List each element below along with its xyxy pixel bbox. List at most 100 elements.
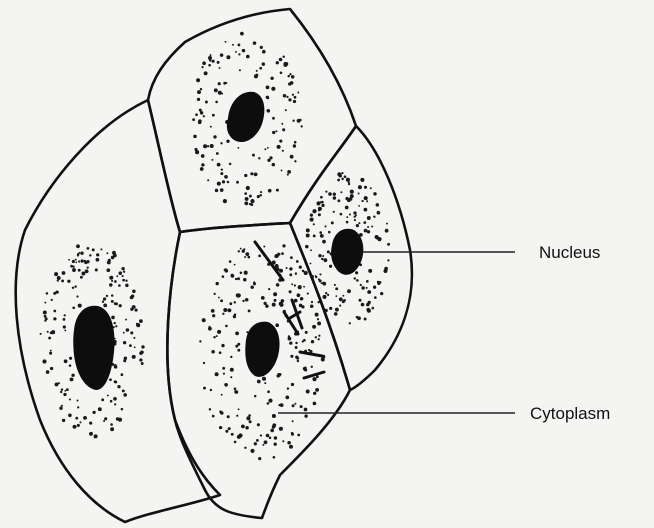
- nucleus-top: [227, 92, 265, 142]
- cytoplasm-granule: [202, 61, 206, 65]
- cytoplasm-granule: [295, 346, 298, 349]
- cytoplasm-granule: [123, 359, 126, 362]
- cytoplasm-granule: [282, 128, 285, 131]
- cytoplasm-granule: [370, 187, 372, 189]
- cytoplasm-granule: [59, 407, 62, 410]
- cytoplasm-granule: [334, 284, 336, 286]
- cytoplasm-granule: [244, 174, 247, 177]
- cytoplasm-granule: [291, 433, 294, 436]
- cytoplasm-granule: [273, 456, 276, 459]
- cytoplasm-granule: [292, 120, 294, 122]
- cytoplasm-granule: [72, 268, 76, 272]
- cytoplasm-granule: [119, 304, 122, 307]
- cytoplasm-granule: [354, 277, 356, 279]
- cytoplasm-granule: [383, 269, 387, 273]
- cytoplasm-granule: [285, 109, 287, 111]
- cytoplasm-granule: [202, 318, 206, 322]
- cytoplasm-granule: [266, 86, 269, 89]
- cytoplasm-granule: [224, 269, 228, 273]
- cytoplasm-granule: [254, 173, 258, 177]
- cytoplasm-granule: [294, 96, 297, 99]
- cytoplasm-granule: [282, 440, 284, 442]
- cytoplasm-granule: [46, 292, 49, 295]
- cytoplasm-granule: [230, 376, 232, 378]
- cytoplasm-granule: [44, 315, 47, 318]
- cytoplasm-granule: [51, 299, 53, 301]
- cytoplasm-granule: [364, 318, 367, 321]
- cytoplasm-granule: [367, 309, 371, 313]
- cytoplasm-granule: [221, 168, 223, 170]
- cytoplasm-granule: [218, 91, 222, 95]
- cytoplasm-granule: [234, 313, 236, 315]
- cytoplasm-granule: [267, 147, 269, 149]
- cytoplasm-granule: [353, 211, 356, 214]
- cytoplasm-granule: [235, 331, 239, 335]
- cytoplasm-granule: [364, 196, 366, 198]
- cytoplasm-granule: [327, 250, 330, 253]
- cytoplasm-granule: [294, 160, 296, 162]
- cytoplasm-granule: [344, 175, 347, 178]
- cytoplasm-granule: [118, 418, 122, 422]
- cytoplasm-granule: [379, 281, 382, 284]
- cytoplasm-granule: [324, 258, 328, 262]
- cytoplasm-granule: [217, 163, 221, 167]
- cytoplasm-granule: [302, 270, 305, 273]
- cytoplasm-granule: [241, 424, 245, 428]
- cytoplasm-granule: [257, 380, 261, 384]
- cytoplasm-granule: [288, 337, 292, 341]
- cytoplasm-granule: [216, 282, 219, 285]
- cytoplasm-granule: [363, 221, 366, 224]
- cytoplasm-granule: [354, 219, 356, 221]
- cytoplasm-granule: [327, 294, 329, 296]
- cytoplasm-granule: [200, 111, 203, 114]
- cytoplasm-granule: [114, 280, 117, 283]
- cytoplasm-granule: [244, 256, 246, 258]
- cytoplasm-granule: [107, 394, 109, 396]
- cytoplasm-granule: [358, 222, 360, 224]
- cytoplasm-granule: [300, 405, 303, 408]
- cytoplasm-granule: [80, 276, 83, 279]
- cytoplasm-granule: [266, 96, 269, 99]
- cytoplasm-granule: [64, 314, 66, 316]
- cytoplasm-granule: [223, 373, 225, 375]
- cytoplasm-granule: [234, 301, 236, 303]
- cytoplasm-granule: [104, 417, 107, 420]
- cytoplasm-granule: [225, 41, 227, 43]
- cytoplasm-granule: [115, 302, 118, 305]
- cytoplasm-granule: [225, 82, 227, 84]
- cytoplasm-granule: [267, 402, 270, 405]
- cytoplasm-granule: [92, 248, 95, 251]
- cytoplasm-granule: [297, 92, 299, 94]
- cytoplasm-granule: [292, 404, 295, 407]
- cytoplasm-granule: [355, 271, 358, 274]
- cytoplasm-granule: [123, 332, 125, 334]
- cytoplasm-granule: [286, 267, 288, 269]
- cytoplasm-granule: [386, 223, 388, 225]
- cytoplasm-granule: [87, 266, 89, 268]
- cytoplasm-granule: [218, 82, 221, 85]
- cytoplasm-granule: [254, 74, 258, 78]
- cytoplasm-granule: [290, 155, 294, 159]
- cytoplasm-granule: [286, 96, 288, 98]
- cytoplasm-granule: [244, 271, 248, 275]
- cytoplasm-granule: [195, 113, 198, 116]
- cytoplasm-granule: [135, 309, 138, 312]
- cytoplasm-granule: [113, 397, 117, 401]
- cytoplasm-granule: [64, 359, 68, 363]
- cytoplasm-granule: [201, 66, 203, 68]
- cytoplasm-granule: [304, 271, 308, 275]
- cytoplasm-granule: [131, 295, 134, 298]
- cytoplasm-granule: [235, 278, 237, 280]
- cytoplasm-granule: [87, 247, 90, 250]
- cytoplasm-granule: [245, 252, 249, 256]
- cytoplasm-granule: [305, 331, 308, 334]
- cytoplasm-granule: [315, 388, 319, 392]
- cytoplasm-granule: [214, 293, 216, 295]
- cytoplasm-granule: [78, 304, 82, 308]
- cytoplasm-granule: [279, 302, 283, 306]
- cytoplasm-granule: [126, 328, 130, 332]
- cytoplasm-granule: [55, 382, 59, 386]
- cytoplasm-granule: [310, 218, 314, 222]
- cytoplasm-granule: [223, 308, 227, 312]
